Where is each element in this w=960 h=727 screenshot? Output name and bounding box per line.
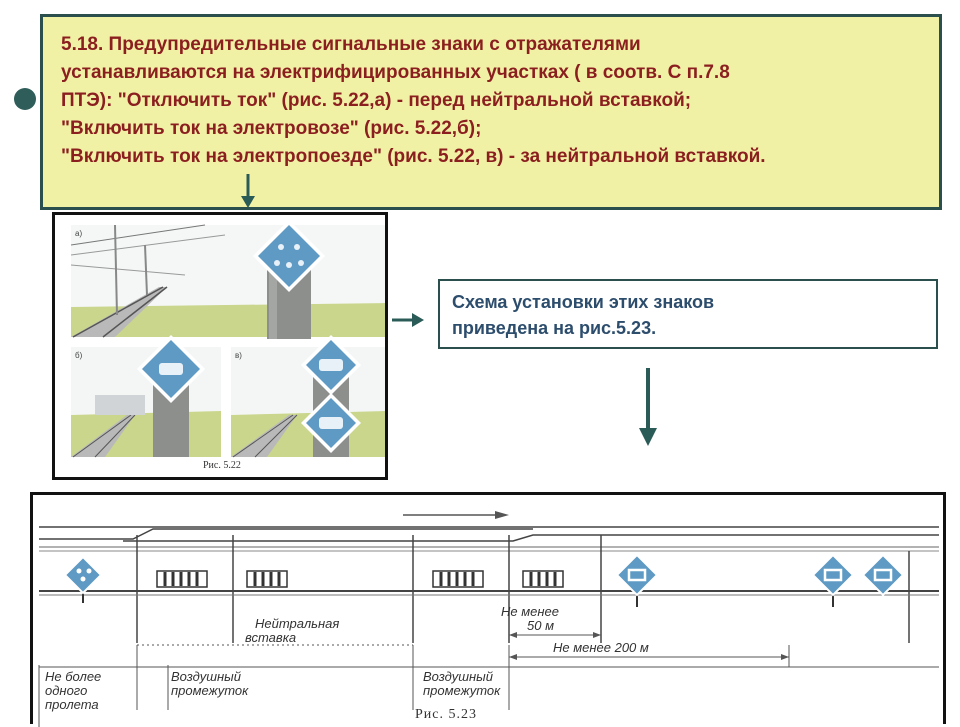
figure-5-23: Не менее 50 м Нейтральная вставка Не мен… [30,492,946,727]
scheme-note-line-1: Схема установки этих знаков [452,292,715,312]
label-not-less-200: Не менее 200 м [553,640,649,655]
figure-5-22-drawing [70,220,385,458]
label-not-more-one-span: Не более одного пролета [45,669,102,712]
figure-5-23-caption: Рис. 5.23 [415,707,477,722]
regulation-note-box: 5.18. Предупредительные сигнальные знаки… [40,14,942,210]
panel-a-label: а) [75,229,83,238]
note-line-2: устанавливаются на электрифицированных у… [61,62,730,83]
panel-b-label: б) [75,351,83,360]
note-line-3: ПТЭ): "Отключить ток" (рис. 5.22,а) - пе… [61,90,692,111]
label-not-less-50: Не менее 50 м [501,604,559,633]
scheme-note-line-2: приведена на рис.5.23. [452,318,657,338]
label-air-gap-2: Воздушный промежуток [423,669,501,698]
note-line-1: 5.18. Предупредительные сигнальные знаки… [61,34,641,55]
note-line-4: "Включить ток на электровозе" (рис. 5.22… [61,118,482,139]
arrow-right-icon [392,313,424,327]
panel-c-label: в) [235,351,242,360]
label-neutral-insert: Нейтральная вставка [245,616,340,645]
arrow-down-icon [639,368,657,446]
bullet-marker [14,88,36,110]
label-air-gap-1: Воздушный промежуток [171,669,249,698]
figure-5-22-caption: Рис. 5.22 [203,460,241,471]
arrow-down-icon [241,174,255,208]
figure-5-23-drawing [38,511,939,727]
figure-5-22: а) б) в) Рис. 5.22 [52,212,388,480]
note-line-5: "Включить ток на электропоезде" (рис. 5.… [61,146,766,167]
scheme-note-box: Схема установки этих знаков приведена на… [438,279,938,349]
